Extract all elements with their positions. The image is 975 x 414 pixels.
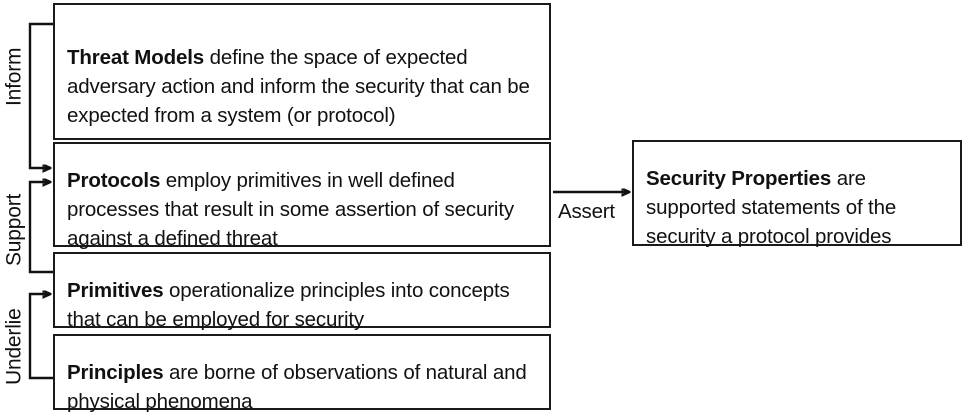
connector-underlie bbox=[28, 294, 53, 380]
node-primitives-body: operationalize principles into concepts … bbox=[67, 278, 510, 331]
node-primitives-text: Primitives operationalize principles int… bbox=[67, 247, 539, 334]
node-threat-models-body: define the space of expected adversary a… bbox=[67, 45, 530, 127]
node-primitives[interactable]: Primitives operationalize principles int… bbox=[53, 252, 551, 331]
node-protocols-body: employ primitives in well defined proces… bbox=[67, 168, 514, 250]
node-threat-models-lead: Threat Models bbox=[67, 45, 205, 69]
node-protocols[interactable]: Protocols employ primitives in well defi… bbox=[53, 142, 551, 250]
node-threat-models-text: Threat Models define the space of expect… bbox=[67, 14, 539, 130]
connector-inform bbox=[28, 22, 53, 168]
node-principles[interactable]: Principles are borne of observations of … bbox=[53, 334, 551, 413]
node-principles-text: Principles are borne of observations of … bbox=[67, 329, 539, 414]
node-primitives-lead: Primitives bbox=[67, 278, 164, 302]
node-principles-body: are borne of observations of natural and… bbox=[67, 360, 527, 413]
node-principles-lead: Principles bbox=[67, 360, 164, 384]
edge-label-assert: Assert bbox=[558, 200, 615, 223]
node-security-properties[interactable]: Security Properties are supported statem… bbox=[632, 140, 962, 248]
connector-support bbox=[28, 182, 53, 274]
node-security-properties-body: are supported statements of the security… bbox=[646, 167, 897, 248]
node-protocols-lead: Protocols bbox=[67, 168, 161, 192]
node-threat-models[interactable]: Threat Models define the space of expect… bbox=[53, 3, 551, 140]
node-protocols-text: Protocols employ primitives in well defi… bbox=[67, 137, 539, 253]
node-security-properties-text: Security Properties are supported statem… bbox=[646, 135, 950, 251]
node-security-properties-lead: Security Properties bbox=[646, 167, 832, 190]
